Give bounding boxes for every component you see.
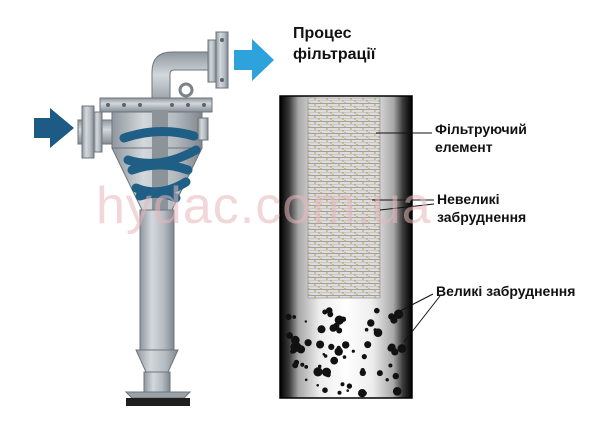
- particle: [346, 389, 350, 392]
- particle: [328, 343, 335, 350]
- particle: [342, 341, 350, 349]
- particle: [322, 367, 331, 377]
- particle: [397, 344, 407, 353]
- particle: [327, 311, 334, 318]
- particle: [364, 327, 369, 332]
- particle: [304, 320, 307, 323]
- particle: [322, 387, 328, 394]
- particle: [322, 353, 326, 356]
- particle: [290, 335, 300, 345]
- particle: [385, 378, 389, 382]
- particle: [317, 325, 326, 334]
- particle: [316, 340, 325, 349]
- particle: [285, 313, 292, 320]
- particle: [364, 341, 372, 349]
- particle: [336, 345, 341, 351]
- particle: [358, 389, 367, 398]
- particle: [340, 316, 347, 322]
- particle: [367, 319, 375, 327]
- particle: [290, 342, 300, 352]
- filter-element-label: Фільтруючий елемент: [435, 121, 527, 155]
- particle: [329, 324, 337, 332]
- particle: [293, 359, 300, 366]
- particle: [360, 368, 365, 373]
- particle: [361, 354, 367, 360]
- particle: [388, 363, 393, 368]
- particle: [304, 365, 309, 369]
- small-contaminants-label: Невеликі забруднення: [437, 191, 527, 225]
- particle: [363, 391, 367, 396]
- particle: [390, 316, 398, 324]
- particle: [300, 362, 305, 367]
- particle: [392, 387, 402, 396]
- large-particles: [285, 307, 407, 398]
- particle: [346, 383, 353, 389]
- particle: [317, 364, 322, 369]
- particle: [292, 315, 297, 319]
- particle: [342, 355, 347, 359]
- leader-lines: [372, 132, 441, 343]
- particle: [340, 382, 345, 387]
- filter-housing: [77, 31, 229, 406]
- particle: [304, 339, 312, 347]
- large-contaminants-label: Великі забруднення: [436, 283, 576, 299]
- particle: [337, 390, 342, 395]
- particle: [376, 370, 383, 377]
- outlet-arrow-icon: [234, 39, 274, 81]
- particle: [392, 372, 399, 380]
- inlet-arrow-icon: [34, 108, 74, 148]
- particle: [313, 367, 323, 377]
- filtration-process-label: Процес фільтрації: [293, 25, 376, 63]
- particle: [336, 327, 343, 334]
- particle: [286, 332, 293, 339]
- particle: [330, 356, 339, 365]
- particle: [388, 343, 396, 352]
- particle: [304, 378, 308, 382]
- particle: [334, 347, 343, 356]
- particle: [316, 384, 320, 387]
- particle: [373, 328, 383, 338]
- particle: [351, 349, 355, 353]
- particle: [374, 307, 380, 314]
